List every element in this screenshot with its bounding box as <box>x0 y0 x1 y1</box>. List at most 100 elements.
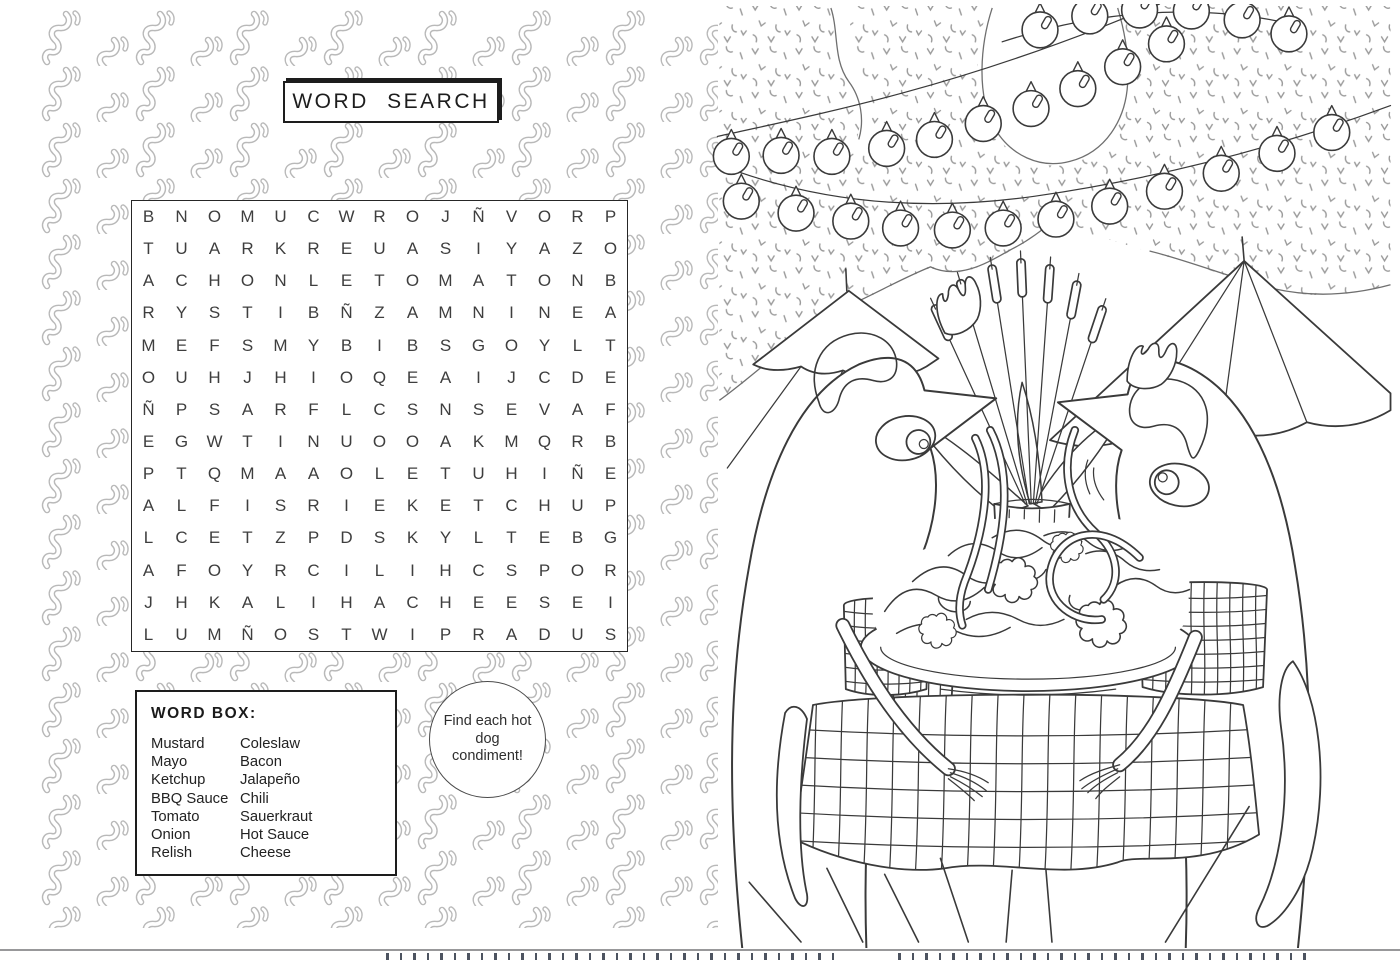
grid-letter: H <box>439 592 452 612</box>
grid-letter: S <box>505 560 518 580</box>
grid-letter: I <box>311 367 316 387</box>
grid-letter: A <box>142 560 155 580</box>
grid-letter: Y <box>241 560 254 580</box>
grid-letter: T <box>440 464 451 484</box>
word-box-item: Relish <box>151 845 193 862</box>
grid-letter: A <box>472 271 485 291</box>
grid-letter: Y <box>439 528 452 548</box>
grid-letter: E <box>505 399 518 419</box>
grid-letter: O <box>339 464 354 484</box>
grid-letter: W <box>338 207 355 227</box>
grid-letter: L <box>341 399 352 419</box>
grid-letter: O <box>339 367 354 387</box>
grid-letter: I <box>245 496 250 516</box>
grid-letter: U <box>175 239 188 259</box>
grid-letter: R <box>472 624 485 644</box>
grid-letter: T <box>143 239 154 259</box>
grid-letter: R <box>571 207 584 227</box>
grid-letter: Q <box>372 367 387 387</box>
grid-letter: E <box>505 592 518 612</box>
grid-letter: A <box>241 399 254 419</box>
grid-letter: A <box>208 239 221 259</box>
grid-letter: B <box>604 432 617 452</box>
grid-letter: R <box>274 399 287 419</box>
grid-letter: S <box>604 624 617 644</box>
grid-letter: O <box>405 207 420 227</box>
grid-letter: C <box>307 207 320 227</box>
string-light-bulb <box>1223 4 1261 39</box>
grid-letter: A <box>274 464 287 484</box>
word-box-item: Chili <box>240 790 269 807</box>
grid-letter: O <box>537 207 552 227</box>
grid-letter: A <box>604 303 617 323</box>
grid-letter: L <box>374 560 385 580</box>
grid-letter: M <box>438 271 453 291</box>
word-box-item: Coleslaw <box>240 736 301 752</box>
grid-letter: A <box>142 271 155 291</box>
grid-letter: T <box>242 432 253 452</box>
grid-letter: H <box>175 592 188 612</box>
table-pedestal <box>1005 869 1053 943</box>
grid-letter: T <box>242 303 253 323</box>
grid-letter: V <box>538 399 551 419</box>
grid-letter: P <box>538 560 551 580</box>
grid-letter: Ñ <box>142 399 155 419</box>
grid-letter: J <box>441 207 450 227</box>
word-box-item: Tomato <box>151 808 200 825</box>
grid-letter: R <box>142 303 155 323</box>
grid-letter: N <box>274 271 287 291</box>
grid-letter: H <box>208 271 221 291</box>
grid-letter: T <box>341 624 352 644</box>
grid-letter: P <box>604 496 617 516</box>
grid-letter: T <box>176 464 187 484</box>
grid-letter: G <box>174 432 189 452</box>
grid-letter: I <box>476 367 481 387</box>
grid-letter: Ñ <box>340 303 353 323</box>
grid-letter: F <box>176 560 187 580</box>
grid-letter: C <box>538 367 551 387</box>
grid-letter: M <box>207 624 222 644</box>
grid-letter: N <box>439 399 452 419</box>
grid-letter: E <box>538 528 551 548</box>
grid-letter: H <box>538 496 551 516</box>
grid-letter: M <box>141 335 156 355</box>
grid-letter: O <box>570 560 585 580</box>
grid-letter: A <box>406 303 419 323</box>
grid-letter: B <box>307 303 320 323</box>
word-box-item: BBQ Sauce <box>151 790 229 807</box>
grid-letter: O <box>207 560 222 580</box>
word-box-item: Bacon <box>240 754 282 771</box>
grid-letter: H <box>274 367 287 387</box>
grid-letter: U <box>340 432 353 452</box>
grid-letter: B <box>340 335 353 355</box>
grid-letter: E <box>571 592 584 612</box>
grid-letter: A <box>439 432 452 452</box>
grid-letter: O <box>240 271 255 291</box>
grid-letter: K <box>472 432 485 452</box>
grid-letter: C <box>505 496 518 516</box>
instruction-text: Find each hot dog condiment! <box>443 713 532 765</box>
grid-letter: A <box>538 239 551 259</box>
grid-letter: F <box>605 399 616 419</box>
grid-letter: S <box>307 624 320 644</box>
grid-letter: N <box>472 303 485 323</box>
grid-letter: B <box>406 335 419 355</box>
grid-letter: P <box>439 624 452 644</box>
grid-letter: T <box>473 496 484 516</box>
grid-letter: E <box>604 367 617 387</box>
grid-letter: J <box>243 367 252 387</box>
grid-letter: P <box>175 399 188 419</box>
grid-letter: L <box>143 528 154 548</box>
grid-letter: T <box>374 271 385 291</box>
grid-letter: I <box>410 560 415 580</box>
grid-letter: G <box>471 335 486 355</box>
grid-letter: C <box>472 560 485 580</box>
grid-letter: R <box>373 207 386 227</box>
grid-letter: S <box>274 496 287 516</box>
word-box-item: Hot Sauce <box>240 827 310 844</box>
grid-letter: R <box>307 239 320 259</box>
grid-letter: N <box>538 303 551 323</box>
grid-letter: Y <box>307 335 320 355</box>
grid-letter: C <box>175 271 188 291</box>
